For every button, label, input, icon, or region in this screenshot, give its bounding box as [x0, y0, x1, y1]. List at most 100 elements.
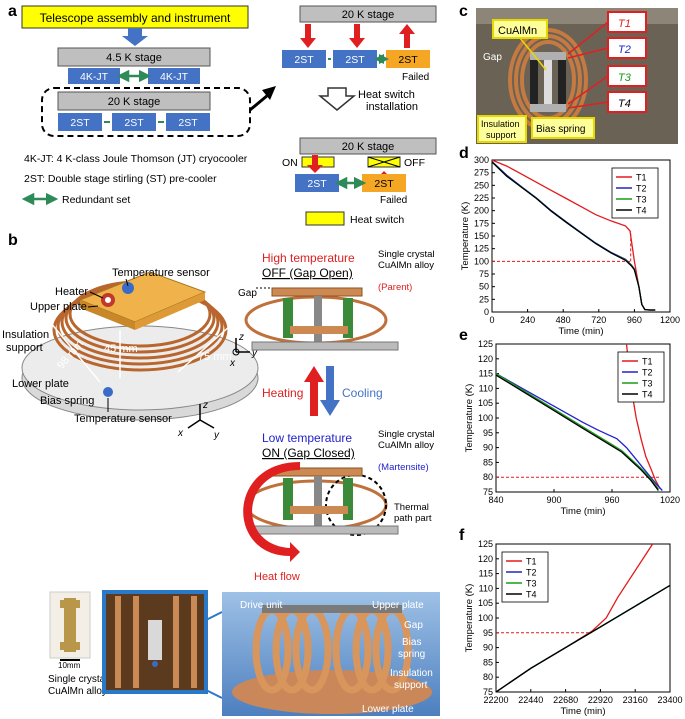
y-tick-label: 110: [479, 383, 493, 393]
x-tick-label: 22440: [518, 695, 543, 705]
legend-heat-switch: Heat switch: [350, 214, 404, 226]
right-st1-label: 2ST: [294, 54, 314, 66]
y-tick-label: 50: [479, 282, 489, 292]
arrow-down-hollow-icon: [317, 87, 357, 111]
legend-entry: T4: [636, 206, 647, 216]
y-axis-label: Temperature (K): [464, 584, 475, 653]
y-tick-label: 120: [478, 354, 493, 364]
label-high-temp: High temperature: [262, 251, 355, 265]
legend-entry: T1: [642, 357, 653, 367]
y-tick-label: 80: [483, 472, 493, 482]
x-tick-label: 960: [604, 495, 619, 505]
st3-label: 2ST: [178, 117, 198, 129]
photo-scale-label: 10mm: [58, 661, 81, 670]
y-tick-label: 105: [478, 598, 493, 608]
label-dim-45: 45 mm: [104, 343, 138, 355]
legend-entry: T4: [642, 390, 653, 400]
y-tick-label: 95: [483, 628, 493, 638]
legend-entry: T1: [636, 173, 647, 183]
panel-a: Telescope assembly and instrument 4.5 K …: [21, 5, 437, 226]
y-tick-label: 95: [483, 428, 493, 438]
series-line-T4: [496, 584, 670, 692]
right-stage2-label: 20 K stage: [342, 141, 395, 153]
label-parent: (Parent): [378, 282, 412, 293]
y-tick-label: 0: [484, 307, 489, 317]
series-group: [496, 544, 670, 692]
y-tick-label: 125: [478, 339, 493, 349]
legend-entry: T3: [526, 579, 537, 589]
st2-label: 2ST: [124, 117, 144, 129]
telescope-box-label: Telescope assembly and instrument: [40, 11, 231, 25]
axis-z-1: z: [202, 400, 208, 411]
y-tick-label: 100: [474, 256, 489, 266]
label-lower-plate: Lower plate: [12, 378, 69, 390]
label-heater: Heater: [55, 286, 88, 298]
y-tick-label: 100: [478, 613, 493, 623]
series-line-T2: [496, 373, 663, 491]
sensor-bottom-icon: [103, 387, 113, 397]
panel-letter-e: e: [459, 327, 468, 344]
y-tick-label: 250: [474, 180, 489, 190]
label-bias-spring: Bias spring: [40, 395, 94, 407]
axis-x-1: x: [177, 428, 184, 439]
y-tick-label: 75: [483, 687, 493, 697]
right-stage1-label: 20 K stage: [342, 9, 395, 21]
x-axis-label: Time (min): [560, 506, 605, 517]
photo-drive-unit: Drive unit: [240, 600, 282, 611]
x-tick-label: 22680: [553, 695, 578, 705]
panel-c-bias-spring: Bias spring: [536, 124, 585, 135]
arrow-down-icon: [122, 28, 148, 46]
y-tick-label: 200: [474, 206, 489, 216]
axis-y-1: y: [213, 430, 220, 441]
label-gap: Gap: [238, 288, 257, 299]
x-tick-label: 240: [520, 315, 535, 325]
st1-label: 2ST: [70, 117, 90, 129]
stage-45k-label: 4.5 K stage: [106, 52, 162, 64]
y-tick-label: 125: [474, 244, 489, 254]
series-line-T4: [492, 161, 656, 311]
right-st3-label: 2ST: [398, 54, 418, 66]
panel-b-mechanism: High temperature OFF (Gap Open) Single c…: [229, 249, 435, 583]
off-label: OFF: [404, 157, 425, 169]
x-tick-label: 480: [556, 315, 571, 325]
x-axis-label: Time (min): [560, 706, 605, 717]
x-tick-label: 840: [488, 495, 503, 505]
axis-x-2: x: [229, 358, 236, 369]
panel-letter-b: b: [8, 232, 18, 249]
y-tick-label: 90: [483, 443, 493, 453]
y-tick-label: 150: [474, 231, 489, 241]
panel-c-gap: Gap: [483, 52, 502, 63]
label-off-gap-open: OFF (Gap Open): [262, 266, 353, 280]
x-tick-label: 960: [627, 315, 642, 325]
label-heat-flow: Heat flow: [254, 571, 300, 583]
right2-st1-label: 2ST: [307, 178, 327, 190]
legend-entry: T2: [636, 184, 647, 194]
legend-entry: T1: [526, 557, 537, 567]
y-tick-label: 120: [478, 554, 493, 564]
label-low-temp: Low temperature: [262, 431, 352, 445]
label-temp-sensor-top: Temperature sensor: [112, 267, 210, 279]
panel-c-cualmn: CuAlMn: [498, 25, 537, 37]
photo-lower-plate: Lower plate: [362, 704, 414, 715]
x-tick-label: 22920: [588, 695, 613, 705]
y-tick-label: 105: [478, 398, 493, 408]
x-tick-label: 720: [591, 315, 606, 325]
right-st2-label: 2ST: [345, 54, 365, 66]
panel-letter-d: d: [459, 145, 469, 162]
y-tick-label: 100: [478, 413, 493, 423]
panel-c-T3: T3: [618, 72, 632, 84]
y-tick-label: 85: [483, 657, 493, 667]
right2-st2-label: 2ST: [374, 178, 394, 190]
y-axis-label: Temperature (K): [460, 202, 471, 271]
x-tick-label: 0: [489, 315, 494, 325]
legend-redundant: Redundant set: [62, 194, 130, 206]
x-tick-label: 1200: [660, 315, 680, 325]
